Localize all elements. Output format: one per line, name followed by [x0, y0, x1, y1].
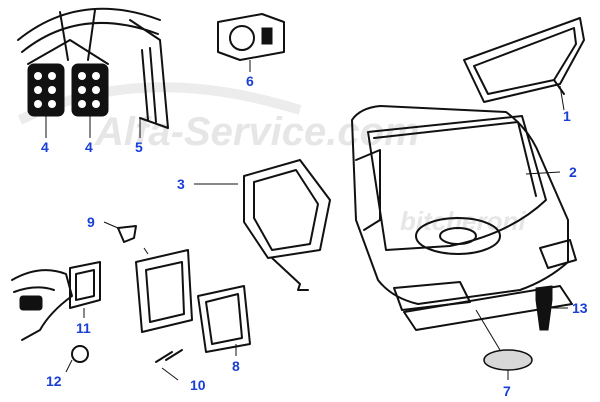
- callout-7: 7: [503, 383, 511, 399]
- tail-light-right: [539, 239, 577, 269]
- callout-4b: 4: [85, 139, 93, 155]
- pad-7-illustration: [483, 349, 533, 380]
- frame-8: [197, 285, 251, 353]
- callout-8: 8: [232, 358, 240, 374]
- frame-8-inner: [205, 293, 243, 345]
- callout-5: 5: [135, 139, 143, 155]
- pedal-assembly-illustration: [17, 7, 169, 138]
- leader-9-frame: [143, 247, 149, 255]
- trunk-lid-1-inner: [473, 27, 577, 95]
- callout-1: 1: [563, 108, 571, 124]
- callout-3: 3: [177, 176, 185, 192]
- pad-7: [483, 349, 533, 371]
- pedal-5-outline: [129, 19, 169, 129]
- callout-12: 12: [46, 373, 62, 389]
- knob-12: [71, 345, 89, 363]
- pedal-bracket: [27, 39, 109, 65]
- stopper-13: [535, 285, 553, 331]
- car-rear-illustration: [351, 105, 577, 351]
- pedal-pad-right: [71, 63, 109, 117]
- plate-6-tab: [261, 27, 273, 45]
- trunk-lid-1: [463, 17, 585, 103]
- pedal-pad-left: [27, 63, 65, 117]
- leader-10: [161, 367, 179, 381]
- rear-bumper: [403, 285, 573, 331]
- callout-10: 10: [190, 377, 206, 393]
- leader-9: [103, 221, 119, 229]
- trim-11-inner: [75, 269, 95, 301]
- stopper-13-illustration: [535, 285, 568, 331]
- plug-9-illustration: [103, 221, 137, 243]
- plate-6-outline: [217, 13, 285, 61]
- callout-9: 9: [87, 214, 95, 230]
- leader-7-line: [475, 309, 501, 351]
- handle-insert: [19, 295, 43, 311]
- plate-6-illustration: [217, 13, 285, 72]
- trunk-opening: [367, 115, 547, 251]
- leader-2: [525, 171, 561, 175]
- car-side-panel: [355, 149, 381, 231]
- callout-13: 13: [572, 300, 588, 316]
- callout-6: 6: [246, 73, 254, 89]
- steering-wheel-rim: [17, 7, 161, 41]
- leader-12: [65, 359, 73, 373]
- handle-11-illustration: [11, 261, 101, 373]
- leader-1: [559, 85, 565, 111]
- trunk-lid-1-hinge: [553, 79, 565, 95]
- trunk-lid-1-illustration: [463, 17, 585, 111]
- steering-wheel-rim-inner: [21, 21, 159, 53]
- mirror-3-housing: [243, 159, 331, 259]
- mirror-3-illustration: [194, 159, 331, 291]
- callout-2: 2: [569, 164, 577, 180]
- spare-wheel: [415, 217, 501, 255]
- callouts: 1 2 3 4 4 5 6 7 8 9 10 11 12 13: [41, 73, 588, 399]
- mirror-3-arm: [271, 257, 309, 291]
- watermark-subtext: bitcheroni: [400, 206, 526, 236]
- pedal-5-ribs: [141, 47, 157, 123]
- callout-4a: 4: [41, 139, 49, 155]
- handle-body: [11, 269, 73, 341]
- trunk-lid-edge: [373, 121, 537, 197]
- tail-light-left: [393, 281, 471, 311]
- steering-column: [59, 11, 69, 61]
- spare-wheel-hub: [439, 227, 477, 245]
- trim-11: [69, 261, 101, 309]
- lamp-frames-illustration: [135, 247, 251, 381]
- frame-front: [135, 249, 193, 333]
- plate-6-hole: [229, 25, 255, 51]
- spring-10: [155, 349, 183, 363]
- mirror-3-glass: [253, 169, 319, 251]
- plug-9: [117, 225, 137, 243]
- handle-contour: [13, 286, 55, 293]
- frame-front-inner: [145, 261, 185, 323]
- callout-11: 11: [76, 320, 91, 336]
